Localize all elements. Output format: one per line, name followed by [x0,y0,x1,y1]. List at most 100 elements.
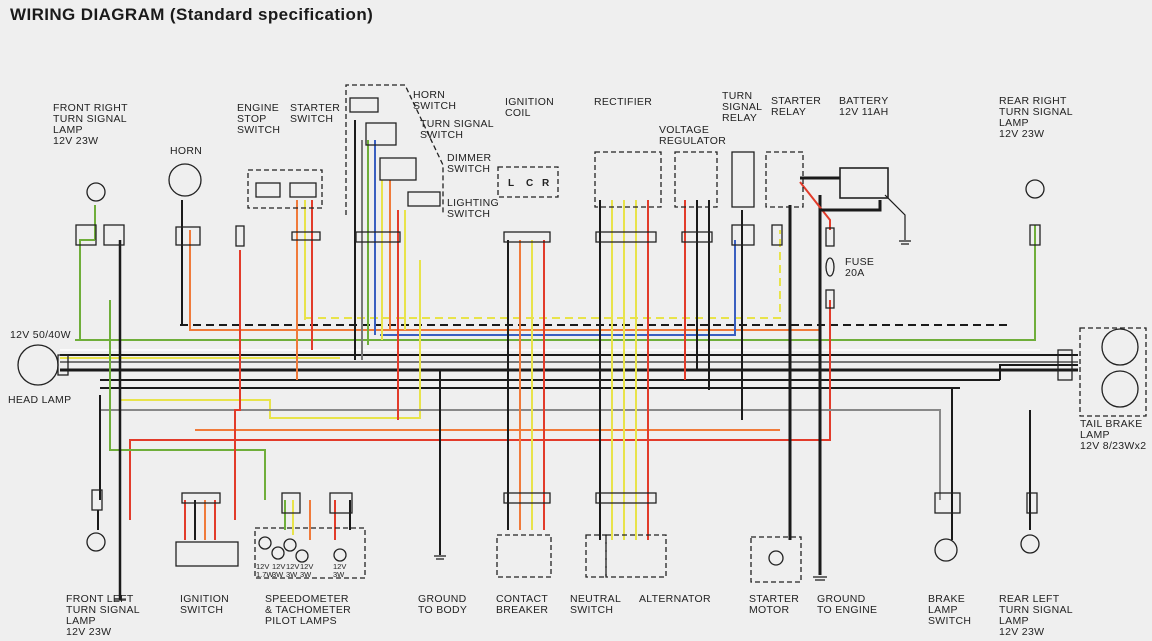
label-pilot-lamps: SPEEDOMETER & TACHOMETER PILOT LAMPS [265,593,352,627]
connector-rect [595,231,657,243]
label-lighting-switch: LIGHTING SWITCH [447,197,499,220]
connector-relay [731,224,755,246]
wire-orange-top [189,230,820,331]
horn-icon [168,163,202,197]
wire-green-rear [75,225,1036,341]
label-starter-motor: STARTER MOTOR [749,593,800,616]
ignition-coil-box [497,166,559,198]
brake-lamp-icon [1101,370,1139,408]
rear-left-turn-lamp-icon [1020,534,1040,554]
components [17,84,1147,601]
lighting-switch-icon [407,191,441,207]
label-battery: BATTERY 12V 11AH [839,95,889,118]
diagram-title: WIRING DIAGRAM (Standard specification) [10,5,374,24]
connector-coil-low [503,492,551,504]
label-neutral-switch: NEUTRAL SWITCH [570,593,622,616]
engine-stop-starter-switch-box [247,169,323,209]
front-right-turn-lamp-icon [86,182,106,202]
connector-front-left [91,489,103,511]
label-alternator: ALTERNATOR [639,593,711,605]
connector-tail [1057,349,1073,381]
turn-signal-switch-icon [365,122,397,146]
label-ignition-coil: IGNITION COIL [505,96,555,119]
label-front-left-turn: FRONT LEFT TURN SIGNAL LAMP 12V 23W [66,593,140,638]
coil-terminal-c: C [526,178,533,189]
label-rectifier: RECTIFIER [594,96,653,108]
dimmer-switch-icon [379,157,417,181]
connector-front-right [75,224,97,246]
front-left-turn-lamp-icon [86,532,106,552]
label-turn-signal-switch: TURN SIGNAL SWITCH [420,118,494,141]
connector-es [235,225,245,247]
label-horn: HORN [170,145,203,157]
connector-brake [934,492,961,514]
neutral-switch-box [585,534,607,578]
connector-alt-low [595,492,657,504]
label-ground-to-body: GROUND TO BODY [418,593,468,616]
ignition-switch-icon [175,541,239,567]
wire-grey-low [100,409,941,500]
connector-ign-sw [181,492,221,504]
coil-terminal-l: L [508,178,514,189]
label-tail-brake-lamp: TAIL BRAKE LAMP 12V 8/23Wx2 [1080,418,1147,452]
starter-motor-icon [768,550,784,566]
label-starter-switch: STARTER SWITCH [290,102,341,125]
coil-terminal-r: R [542,178,550,189]
connector-horn [175,226,201,246]
label-turn-signal-relay: TURN SIGNAL RELAY [722,90,763,124]
wire-harness [60,120,1078,600]
alternator-box [605,534,667,578]
connector-coil [503,231,551,243]
label-ignition-switch: IGNITION SWITCH [180,593,230,616]
wire-red-fuse [129,300,831,520]
pilot-lamp-rating-3: 12V 3W [286,562,300,579]
tail-lamp-icon [1101,328,1139,366]
connector-pilot [281,492,301,514]
wire-blue [380,240,736,336]
wire-yellow-low [120,260,421,419]
label-ground-to-engine: GROUND TO ENGINE [817,593,878,616]
connector-pilot-2 [329,492,353,514]
label-brake-lamp-switch: BRAKE LAMP SWITCH [928,593,972,627]
connector-starter-relay [771,224,783,246]
label-rear-right-turn: REAR RIGHT TURN SIGNAL LAMP 12V 23W [999,95,1073,140]
label-horn-switch: HORN SWITCH [413,89,457,112]
label-head-lamp: HEAD LAMP [8,394,72,406]
rear-right-turn-lamp-icon [1025,179,1045,199]
label-voltage-regulator: VOLTAGE REGULATOR [659,124,727,147]
label-front-right-turn: FRONT RIGHT TURN SIGNAL LAMP 12V 23W [53,102,128,147]
connector-rear-left [1026,492,1038,514]
label-dimmer-switch: DIMMER SWITCH [447,152,492,175]
pilot-lamp-rating-1: 12V 1.7W [256,562,274,579]
turn-signal-relay-icon [731,151,755,208]
starter-relay-box [765,151,804,208]
voltage-regulator-box [674,151,718,208]
handlebar-switch-box [345,84,444,215]
pilot-lamp-rating-2: 12V 3W [272,562,286,579]
contact-breaker-box [496,534,552,578]
connector-handlebar-1 [291,231,321,241]
label-engine-stop-switch: ENGINE STOP SWITCH [237,102,281,136]
fuse-icon [825,257,835,277]
label-fuse: FUSE 20A [845,256,875,279]
label-contact-breaker: CONTACT BREAKER [496,593,549,616]
horn-switch-icon [349,97,379,113]
brake-lamp-switch-icon [934,538,958,562]
tail-lamp-box [1079,327,1147,417]
starter-motor-box [750,536,802,583]
connector-front-right-2 [103,224,125,246]
label-starter-relay: STARTER RELAY [771,95,822,118]
rectifier-box [594,151,662,208]
label-rear-left-turn: REAR LEFT TURN SIGNAL LAMP 12V 23W [999,593,1073,638]
label-head-lamp-rating: 12V 50/40W [10,329,71,341]
pilot-lamp-rating-5: 12V 3W [333,562,347,579]
head-lamp-icon [17,344,59,386]
connector-handlebar-2 [355,231,401,243]
ground-symbols [114,240,911,601]
pilot-lamp-rating-4: 12V 3W [300,562,314,579]
wire-yellow-dashed [305,230,781,319]
connector-vreg [681,231,713,243]
battery-icon [839,167,889,199]
